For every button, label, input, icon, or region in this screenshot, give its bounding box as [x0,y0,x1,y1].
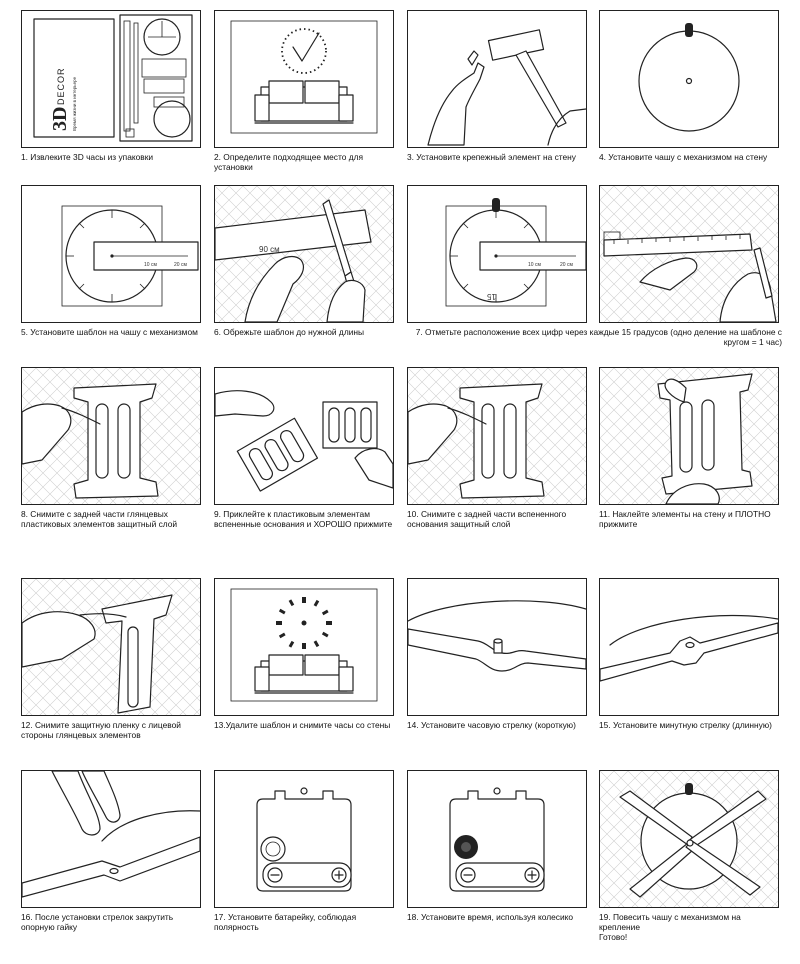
step-2-illustration [214,10,394,148]
step-4-caption: 4. Установите чашу с механизмом на стену [599,152,768,162]
step-6-illustration: 90 см [214,185,394,323]
numeral-three [459,383,545,499]
hand-icon [664,378,687,403]
step-11-caption: 11. Наклейте элементы на стену и ПЛОТНО … [599,509,771,529]
hand-icon [22,611,96,668]
check-icon [292,32,320,62]
step-17-illustration [214,770,394,908]
step-8-illustration [21,367,201,505]
numeral-three [73,383,159,499]
peel-film [61,407,101,425]
pencil-icon [753,247,773,299]
step-2-caption: 2. Определите подходящее место для устан… [214,152,364,172]
step-16-caption: 16. После установки стрелок закрутить оп… [21,912,174,932]
mount-screw [467,50,479,66]
hand-icon [215,390,275,417]
step-5-caption: 5. Установите шаблон на чашу с механизмо… [21,327,198,337]
step-14-illustration [407,578,587,716]
step-17-caption: 17. Установите батарейку, соблюдая поляр… [214,912,357,932]
battery-icon [455,862,545,888]
step-15-caption: 15. Установите минутную стрелку (длинную… [599,720,772,730]
step-10-caption: 10. Снимите с задней части вспененного о… [407,509,567,529]
step-6-caption: 6. Обрежьте шаблон до нужной длины [214,327,365,337]
svg-text:Время жизни в интерьере: Время жизни в интерьере [72,76,77,131]
step-9-caption: 9. Приклейте к пластиковым элементам всп… [214,509,393,529]
minute-hand [619,790,693,846]
clock-bowl [101,810,200,842]
step-18-caption: 18. Установите время, используя колесико [407,912,574,922]
step-15-illustration [599,578,779,716]
package-box [33,18,115,138]
hammer-handle [515,50,567,128]
numeral-three [322,401,378,449]
hand-icon [408,403,458,465]
center-hole [685,77,693,85]
step-19-caption: 19. Повесить чашу с механизмом на крепле… [599,912,741,942]
svg-text:3D: 3D [49,107,71,131]
brand-logo: 3D DECOR Время жизни в интерьере [49,67,77,131]
hand-2 [665,483,720,504]
step-13-caption: 13.Удалите шаблон и снимите часы со стен… [214,720,391,730]
svg-text:15: 15 [487,292,496,301]
step-7b-illustration [599,185,779,323]
clock-bowl [408,600,586,622]
step-9-illustration [214,367,394,505]
ruler [603,233,753,257]
time-wheel [260,836,286,862]
svg-text:10 см: 10 см [528,262,541,268]
step-12-illustration [21,578,201,716]
step-8-caption: 8. Снимите с задней части глянцевых плас… [21,509,178,529]
clock-bowl [609,614,778,646]
minute-hand [600,622,778,682]
clock-hands [22,836,200,898]
step-18-illustration [407,770,587,908]
step-14-caption: 14. Установите часовую стрелку (короткую… [407,720,576,730]
finger-2 [81,771,121,823]
target-circle [281,28,327,74]
support-nut [109,867,119,875]
clock-bowl [638,30,740,132]
step-1-caption: 1. Извлеките 3D часы из упаковки [21,152,154,162]
svg-text:90 см: 90 см [259,245,280,254]
hand-icon [427,62,485,146]
step-3-caption: 3. Установите крепежный элемент на стену [407,152,576,162]
hand-2 [354,448,393,489]
svg-text:20 см: 20 см [174,262,187,268]
hand-icon [244,255,305,322]
hand-2 [326,279,366,322]
sofa-icon [254,654,354,694]
foam-base [236,417,319,492]
roman-clock [276,597,332,649]
spindle [685,641,695,649]
step-5-illustration: 10 см 20 см [21,185,201,323]
step-13-illustration [214,578,394,716]
peel-film [447,407,487,425]
hand-icon [639,257,698,291]
sofa-icon [254,80,354,124]
finger-icon [51,771,101,836]
wall-mount [685,23,693,37]
step-3-illustration [407,10,587,148]
svg-text:20 см: 20 см [560,262,573,268]
step-7-illustration: 10 см 20 см 15 [407,185,587,323]
svg-text:DECOR: DECOR [56,67,66,105]
battery-icon [262,862,352,888]
step-19-illustration [599,770,779,908]
step-12-caption: 12. Снимите защитную пленку с лицевой ст… [21,720,181,740]
step-11-illustration [599,367,779,505]
hand-2 [547,108,586,146]
wall-mount [685,783,693,795]
step-7-caption: 7. Отметьте расположение всех цифр через… [415,327,782,347]
step-10-illustration [407,367,587,505]
svg-text:10 см: 10 см [144,262,157,268]
step-1-illustration: 3D DECOR Время жизни в интерьере [21,10,201,148]
step-4-illustration [599,10,779,148]
step-16-illustration [21,770,201,908]
protective-film [79,613,127,618]
clock-dial-part [143,18,181,56]
hand-icon [22,403,72,465]
